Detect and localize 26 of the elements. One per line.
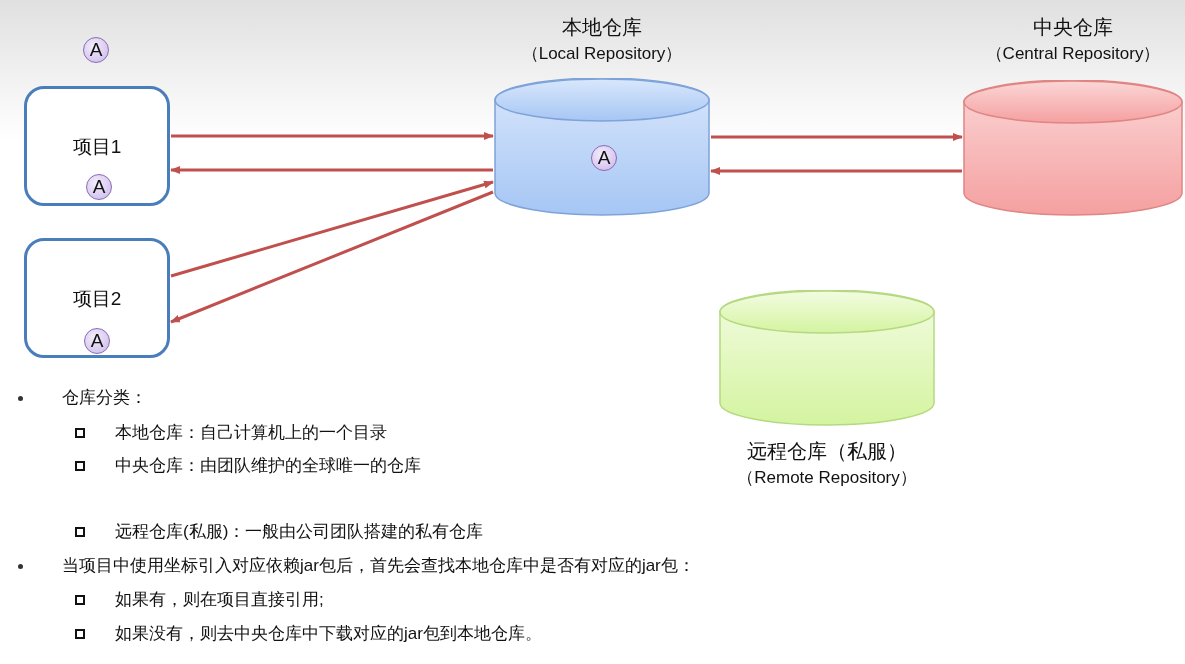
project-box	[24, 86, 170, 206]
list-text: 远程仓库(私服)：一般由公司团队搭建的私有仓库	[115, 521, 484, 543]
repository-title: 本地仓库	[562, 15, 642, 40]
arrow	[170, 180, 494, 278]
arrow	[171, 132, 494, 140]
list-text: 当项目中使用坐标引入对应依赖jar包后，首先会查找本地仓库中是否有对应的jar包：	[62, 555, 695, 577]
repository-title: 远程仓库（私服）	[747, 439, 907, 464]
project-box	[24, 238, 170, 358]
letter-circle: A	[83, 37, 109, 63]
repository-title: 中央仓库	[1033, 15, 1113, 40]
arrow	[170, 190, 494, 324]
project-label: 项目2	[71, 287, 123, 311]
arrow	[711, 133, 963, 141]
repository-subtitle: （Local Repository）	[521, 43, 683, 65]
list-text: 如果没有，则去中央仓库中下载对应的jar包到本地仓库。	[115, 623, 542, 645]
list-text: 如果有，则在项目直接引用;	[115, 589, 324, 611]
letter-circle: A	[86, 174, 112, 200]
list-text: 仓库分类：	[62, 387, 147, 409]
letter-circle: A	[84, 328, 110, 354]
repository-subtitle: （Central Repository）	[985, 43, 1161, 65]
list-text: 中央仓库：由团队维护的全球唯一的仓库	[115, 455, 421, 477]
arrow	[170, 166, 493, 174]
arrow	[710, 167, 962, 175]
repository-subtitle: （Remote Repository）	[737, 467, 917, 489]
project-label: 项目1	[71, 135, 123, 159]
list-text: 本地仓库：自己计算机上的一个目录	[115, 422, 387, 444]
